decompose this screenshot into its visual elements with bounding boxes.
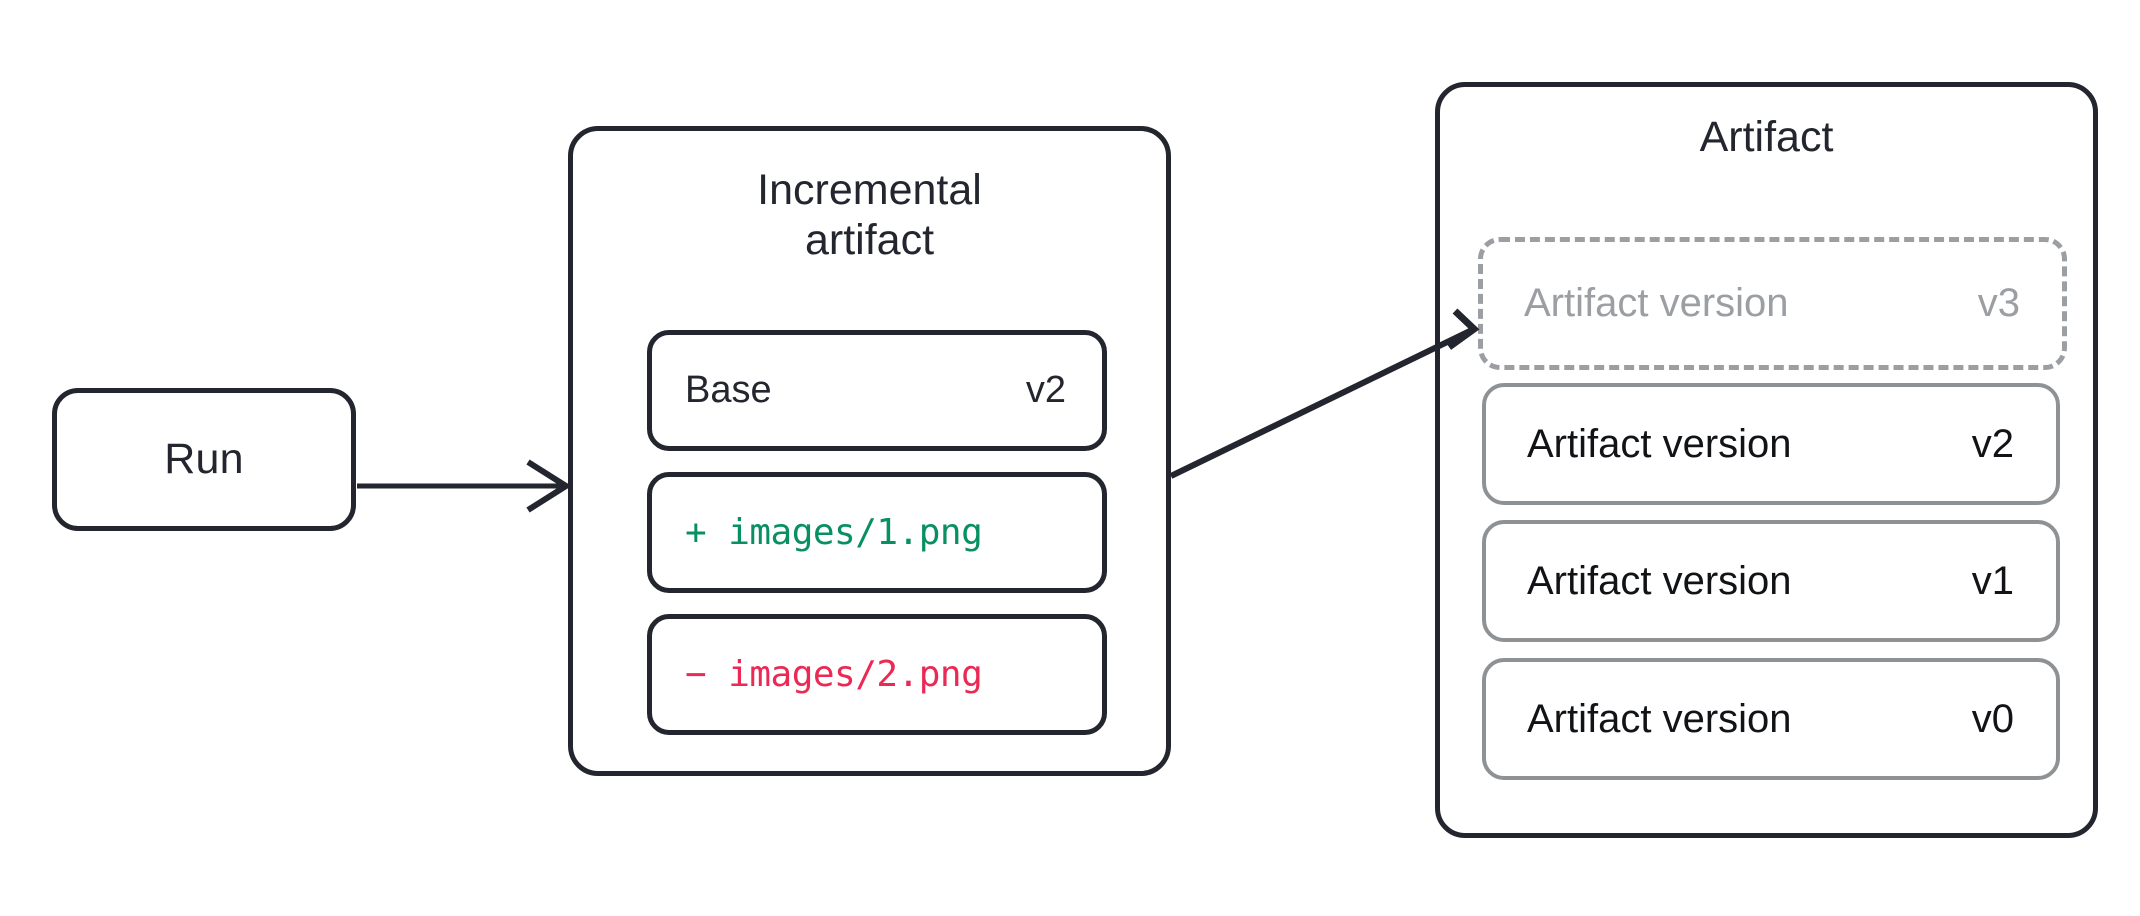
incremental-artifact-container[interactable]: Incremental artifact Base v2 + images/1.…: [568, 126, 1171, 776]
diff-add-path: images/1.png: [728, 512, 983, 553]
artifact-version-row-v0[interactable]: Artifact version v0: [1482, 658, 2060, 780]
artifact-version-row-v1-version: v1: [1971, 558, 2014, 603]
incremental-artifact-title-line1: Incremental: [757, 166, 982, 214]
artifact-title: Artifact: [1699, 113, 1834, 161]
artifact-version-row-v2[interactable]: Artifact version v2: [1482, 383, 2060, 505]
incremental-artifact-title: Incremental artifact: [573, 165, 1166, 266]
incremental-row-base-name: Base: [685, 369, 772, 411]
artifact-version-row-v3-version: v3: [1977, 281, 2020, 325]
incremental-row-base-version: v2: [1025, 369, 1066, 411]
incremental-artifact-title-line2: artifact: [804, 216, 935, 265]
incremental-row-deleted-file[interactable]: − images/2.png: [647, 614, 1107, 735]
incremental-row-added-file[interactable]: + images/1.png: [647, 472, 1107, 593]
run-node-label: Run: [164, 435, 244, 483]
artifact-version-row-v2-label: Artifact version: [1527, 421, 1792, 466]
arrow-run-to-incremental: [357, 459, 572, 513]
artifact-version-row-v2-version: v2: [1971, 421, 2014, 466]
diff-delete-path: images/2.png: [728, 654, 983, 695]
artifact-version-row-v3[interactable]: Artifact version v3: [1478, 237, 2067, 370]
diff-add-sign: +: [685, 512, 707, 553]
artifact-container[interactable]: Artifact Artifact version v3 Artifact ve…: [1435, 82, 2098, 838]
arrow-incremental-to-artifact: [1169, 308, 1480, 479]
artifact-version-row-v0-label: Artifact version: [1527, 696, 1792, 741]
diff-delete-sign: −: [685, 654, 707, 695]
artifact-version-row-v1-label: Artifact version: [1527, 558, 1792, 603]
artifact-version-row-v1[interactable]: Artifact version v1: [1482, 520, 2060, 642]
incremental-row-base[interactable]: Base v2: [647, 330, 1107, 451]
run-node[interactable]: Run: [52, 388, 356, 531]
artifact-version-row-v3-label: Artifact version: [1524, 281, 1789, 325]
artifact-version-row-v0-version: v0: [1971, 696, 2014, 741]
